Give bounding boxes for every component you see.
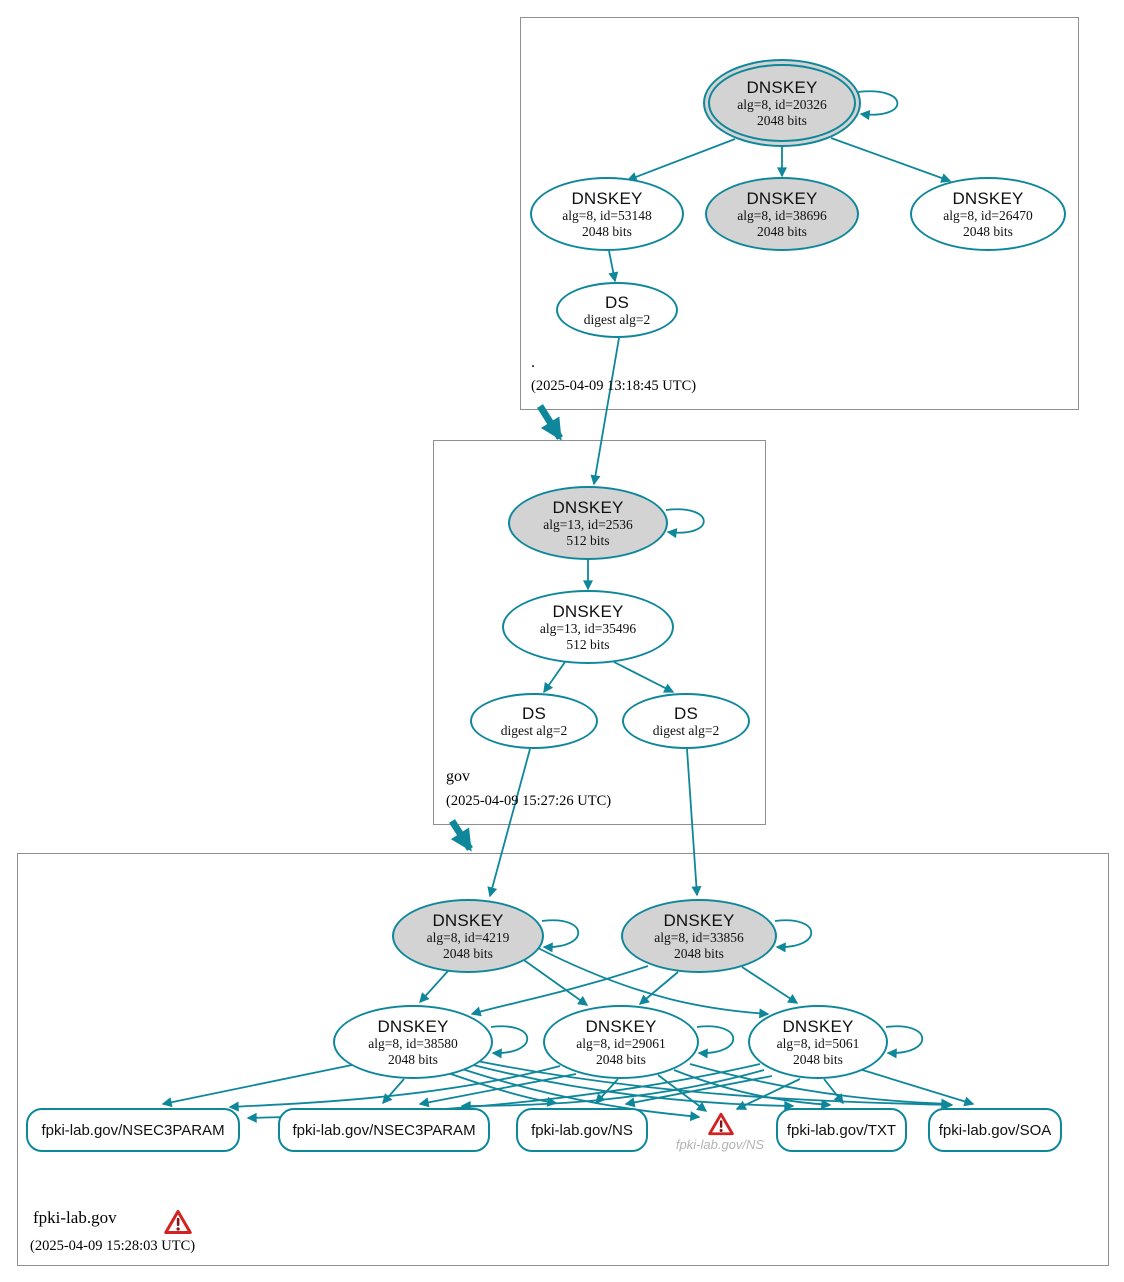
dnskey-node-fpki-ksk-4219[interactable]: DNSKEY alg=8, id=4219 2048 bits bbox=[392, 899, 544, 973]
dnskey-node-fpki-ksk-33856[interactable]: DNSKEY alg=8, id=33856 2048 bits bbox=[621, 899, 777, 973]
dnskey-node-fpki-zsk-29061[interactable]: DNSKEY alg=8, id=29061 2048 bits bbox=[543, 1005, 699, 1079]
rrset-label: fpki-lab.gov/NS bbox=[531, 1121, 633, 1139]
dnskey-node-root-zsk-26470[interactable]: DNSKEY alg=8, id=26470 2048 bits bbox=[910, 177, 1066, 251]
node-bits: 2048 bits bbox=[388, 1051, 438, 1067]
node-detail: alg=8, id=26470 bbox=[943, 207, 1033, 223]
node-bits: 2048 bits bbox=[596, 1051, 646, 1067]
node-detail: alg=13, id=2536 bbox=[543, 516, 633, 532]
rrset-label: fpki-lab.gov/NSEC3PARAM bbox=[41, 1121, 225, 1139]
node-title: DS bbox=[673, 703, 699, 723]
node-bits: 2048 bits bbox=[757, 223, 807, 239]
node-detail: alg=8, id=53148 bbox=[562, 207, 652, 223]
node-title: DNSKEY bbox=[782, 1016, 854, 1036]
node-detail: alg=8, id=20326 bbox=[737, 96, 827, 112]
rrset-nsec3param-2[interactable]: fpki-lab.gov/NSEC3PARAM bbox=[278, 1108, 490, 1152]
rrset-soa[interactable]: fpki-lab.gov/SOA bbox=[928, 1108, 1062, 1152]
node-detail: digest alg=2 bbox=[583, 311, 651, 327]
zone-name-root: . bbox=[531, 354, 535, 371]
node-bits: 2048 bits bbox=[757, 112, 807, 128]
node-detail: digest alg=2 bbox=[500, 722, 568, 738]
rrset-ns[interactable]: fpki-lab.gov/NS bbox=[516, 1108, 648, 1152]
ds-node-gov-2[interactable]: DS digest alg=2 bbox=[622, 693, 750, 749]
dnskey-node-fpki-zsk-38580[interactable]: DNSKEY alg=8, id=38580 2048 bits bbox=[333, 1005, 493, 1079]
zone-name-fpki-lab-gov: fpki-lab.gov bbox=[33, 1208, 117, 1227]
dnskey-node-root-zsk-53148[interactable]: DNSKEY alg=8, id=53148 2048 bits bbox=[530, 177, 684, 251]
node-bits: 2048 bits bbox=[443, 945, 493, 961]
node-detail: alg=8, id=33856 bbox=[654, 929, 744, 945]
rrset-label: fpki-lab.gov/NSEC3PARAM bbox=[292, 1121, 476, 1139]
node-title: DNSKEY bbox=[432, 910, 504, 930]
node-bits: 512 bits bbox=[566, 532, 610, 548]
node-title: DS bbox=[604, 292, 630, 312]
node-detail: alg=8, id=38696 bbox=[737, 207, 827, 223]
rrset-txt[interactable]: fpki-lab.gov/TXT bbox=[776, 1108, 907, 1152]
node-detail: alg=8, id=38580 bbox=[368, 1035, 458, 1051]
node-bits: 2048 bits bbox=[674, 945, 724, 961]
rrset-nsec3param-1[interactable]: fpki-lab.gov/NSEC3PARAM bbox=[26, 1108, 240, 1152]
node-title: DNSKEY bbox=[746, 77, 818, 97]
node-detail: alg=8, id=5061 bbox=[776, 1035, 860, 1051]
dnskey-node-gov-ksk-2536[interactable]: DNSKEY alg=13, id=2536 512 bits bbox=[508, 486, 668, 560]
node-title: DNSKEY bbox=[746, 188, 818, 208]
node-title: DNSKEY bbox=[552, 601, 624, 621]
rrset-ns-bogus-label: fpki-lab.gov/NS bbox=[675, 1137, 765, 1152]
node-bits: 2048 bits bbox=[963, 223, 1013, 239]
dnskey-node-gov-zsk-35496[interactable]: DNSKEY alg=13, id=35496 512 bits bbox=[502, 590, 674, 664]
node-bits: 2048 bits bbox=[582, 223, 632, 239]
rrset-label: fpki-lab.gov/TXT bbox=[786, 1121, 897, 1139]
zone-warning-triangle-icon bbox=[164, 1209, 192, 1235]
zone-timestamp-fpki-lab-gov: (2025-04-09 15:28:03 UTC) bbox=[30, 1238, 196, 1254]
dnskey-node-root-ksk-20326[interactable]: DNSKEY alg=8, id=20326 2048 bits bbox=[703, 59, 861, 147]
node-title: DNSKEY bbox=[585, 1016, 657, 1036]
node-title: DNSKEY bbox=[377, 1016, 449, 1036]
rrset-label: fpki-lab.gov/SOA bbox=[938, 1121, 1052, 1139]
node-detail: alg=8, id=29061 bbox=[576, 1035, 666, 1051]
zone-name-gov: gov bbox=[446, 768, 470, 785]
node-title: DS bbox=[521, 703, 547, 723]
ds-node-gov-1[interactable]: DS digest alg=2 bbox=[470, 693, 598, 749]
node-title: DNSKEY bbox=[552, 497, 624, 517]
ds-node-root[interactable]: DS digest alg=2 bbox=[556, 282, 678, 338]
zone-timestamp-root: (2025-04-09 13:18:45 UTC) bbox=[531, 378, 697, 394]
node-title: DNSKEY bbox=[663, 910, 735, 930]
dnskey-node-root-zsk-38696[interactable]: DNSKEY alg=8, id=38696 2048 bits bbox=[705, 177, 859, 251]
warning-triangle-icon bbox=[708, 1112, 734, 1136]
dnskey-node-fpki-zsk-5061[interactable]: DNSKEY alg=8, id=5061 2048 bits bbox=[748, 1005, 888, 1079]
node-title: DNSKEY bbox=[571, 188, 643, 208]
node-detail: alg=8, id=4219 bbox=[426, 929, 510, 945]
node-detail: alg=13, id=35496 bbox=[539, 620, 637, 636]
node-bits: 2048 bits bbox=[793, 1051, 843, 1067]
zone-timestamp-gov: (2025-04-09 15:27:26 UTC) bbox=[446, 793, 612, 809]
node-bits: 512 bits bbox=[566, 636, 610, 652]
node-detail: digest alg=2 bbox=[652, 722, 720, 738]
node-title: DNSKEY bbox=[952, 188, 1024, 208]
